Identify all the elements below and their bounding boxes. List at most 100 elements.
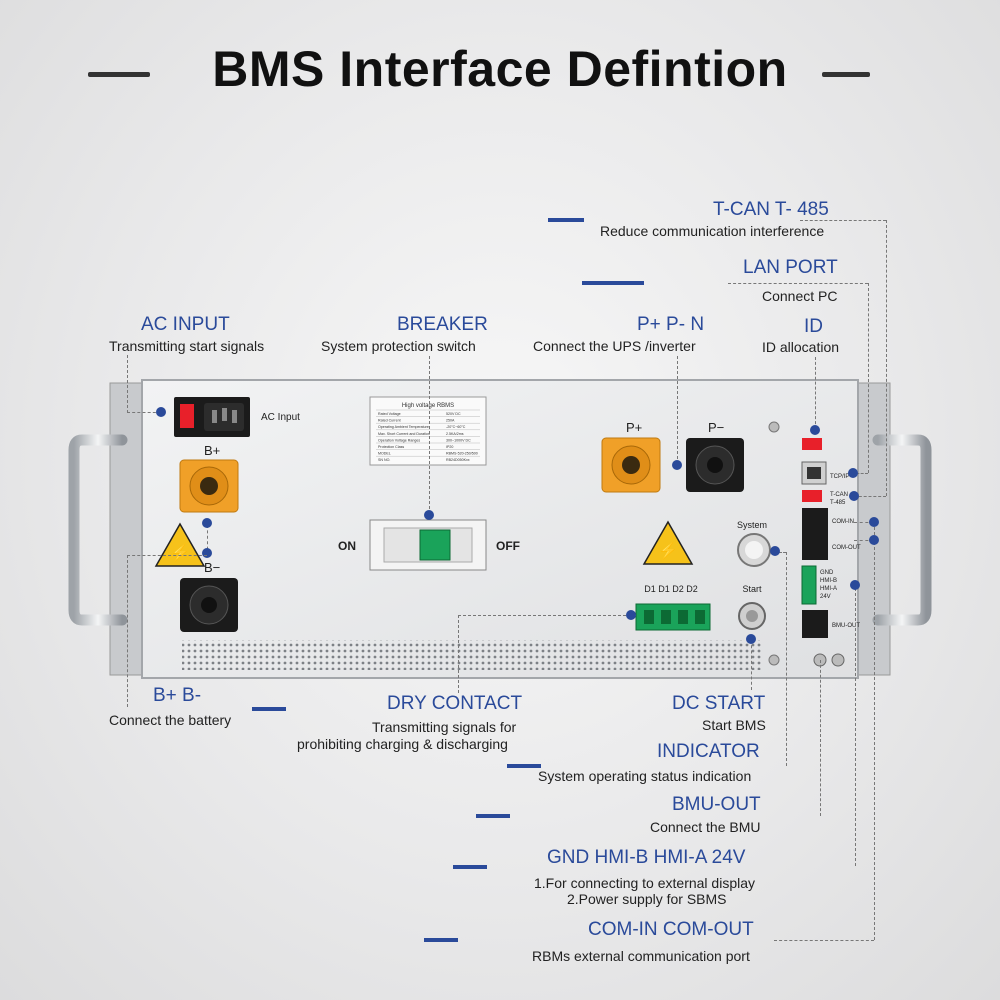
- leader-line: [677, 356, 678, 464]
- tcan-t485-dip-switch: [802, 490, 822, 502]
- leader-line: [786, 552, 787, 766]
- callout-dry-contact-desc2: prohibiting charging & discharging: [297, 736, 508, 752]
- leader-line: [751, 640, 752, 690]
- callout-b-plus-b-minus-desc: Connect the battery: [109, 712, 232, 728]
- bmu-out-port-text: BMU-OUT: [832, 623, 860, 629]
- callout-dot: [746, 634, 756, 644]
- leader-line: [855, 588, 856, 866]
- power-rocker-switch: [180, 404, 194, 428]
- start-button: [738, 602, 766, 630]
- ac-input-text: AC Input: [261, 412, 300, 423]
- nameplate-row-value: RBMS-520-250/500: [446, 452, 478, 456]
- com-out-port: [802, 534, 828, 560]
- nameplate-row-value: 520V DC: [446, 412, 461, 416]
- hmi-b-text: HMI-B: [820, 578, 837, 584]
- callout-dot: [156, 407, 166, 417]
- b-plus-text: B+: [204, 443, 220, 458]
- callout-lan-port-bar: [582, 281, 644, 285]
- b-minus-connector: [180, 578, 238, 632]
- callout-dc-start-desc: Start BMS: [702, 717, 766, 733]
- callout-dot: [202, 518, 212, 528]
- leader-line: [874, 522, 875, 940]
- callout-bmu-out-desc: Connect the BMU: [650, 819, 761, 835]
- p-minus-text: P−: [708, 420, 724, 435]
- start-text: Start: [742, 584, 762, 594]
- com-in-text: COM-IN: [832, 519, 854, 525]
- callout-tcan-t485-desc: Reduce communication interference: [600, 223, 825, 239]
- nameplate-row-value: 300~1000V DC: [446, 438, 471, 442]
- title-rule-left: [88, 72, 150, 77]
- front-panel: [141, 379, 859, 679]
- svg-text:⚡: ⚡: [658, 541, 678, 560]
- nameplate-row-key: Operation Voltage Ranges: [378, 438, 420, 442]
- 24v-text: 24V: [820, 594, 831, 600]
- dry-contact-terminal: [635, 603, 711, 631]
- callout-dry-contact-desc1: Transmitting signals for: [372, 719, 517, 735]
- leader-line: [728, 283, 868, 284]
- nameplate-row-key: Rated Current: [378, 419, 401, 423]
- page-title: BMS Interface Defintion: [212, 41, 788, 97]
- p-plus-text: P+: [626, 420, 642, 435]
- leader-line: [854, 522, 874, 523]
- p-plus-connector: [601, 437, 661, 493]
- breaker-on-text: ON: [338, 539, 356, 553]
- callout-com-in-out-desc: RBMs external communication port: [532, 948, 750, 964]
- callout-dot: [869, 517, 879, 527]
- nameplate-row-key: Rated Voltage: [378, 412, 401, 416]
- breaker-off-text: OFF: [496, 539, 520, 553]
- callout-dot: [424, 510, 434, 520]
- nameplate-row-key: MODEL: [378, 452, 391, 456]
- leader-line: [127, 555, 207, 556]
- nameplate-row-key: Max. Short Current and Duration: [378, 432, 430, 436]
- hmi-a-text: HMI-A: [820, 586, 837, 592]
- nameplate-row-value: -20°C~60°C: [446, 425, 466, 429]
- leader-line: [127, 555, 128, 707]
- callout-dot: [202, 548, 212, 558]
- left-handle: [68, 434, 128, 626]
- callout-dot: [810, 425, 820, 435]
- callout-gnd-hmi-desc2: 2.Power supply for SBMS: [567, 891, 727, 907]
- tcan-text: T-CAN: [830, 492, 848, 498]
- leader-line: [458, 615, 636, 616]
- b-plus-connector: [179, 459, 239, 513]
- callout-b-plus-b-minus-bar: [252, 707, 286, 711]
- panel-screw: [768, 654, 780, 666]
- lan-port: [801, 461, 827, 485]
- callout-dot: [626, 610, 636, 620]
- leader-line: [820, 660, 821, 816]
- b-minus-text: B−: [204, 560, 220, 575]
- callout-breaker-desc: System protection switch: [321, 338, 476, 354]
- danger-sign-right: ⚡: [642, 520, 694, 565]
- callout-id-label: ID: [804, 316, 823, 337]
- com-in-port: [802, 508, 828, 534]
- svg-text:⚡: ⚡: [170, 543, 190, 562]
- callout-bmu-out-label: BMU-OUT: [672, 794, 761, 815]
- nameplate-row-value: 250A: [446, 419, 455, 423]
- hmi-terminal: [801, 565, 817, 605]
- callout-com-in-out-bar: [424, 938, 458, 942]
- leader-line: [127, 355, 128, 413]
- leader-line: [458, 615, 459, 693]
- callout-indicator-bar: [507, 764, 541, 768]
- callout-dc-start-label: DC START: [672, 693, 766, 714]
- right-handle: [872, 434, 932, 626]
- callout-gnd-hmi-bar: [453, 865, 487, 869]
- callout-dry-contact-label: DRY CONTACT: [387, 693, 523, 714]
- system-text: System: [737, 520, 767, 530]
- callout-lan-port-desc: Connect PC: [762, 288, 838, 304]
- callout-tcan-t485-bar: [548, 218, 584, 222]
- callout-indicator-desc: System operating status indication: [538, 768, 752, 784]
- callout-b-plus-b-minus-label: B+ B-: [153, 685, 202, 706]
- callout-ac-input-label: AC INPUT: [141, 314, 230, 335]
- svg-text:High voltage RBMS: High voltage RBMS: [402, 403, 454, 409]
- callout-dot: [869, 535, 879, 545]
- nameplate-row-value: IP20: [446, 445, 453, 449]
- callout-dot: [672, 460, 682, 470]
- ventilation-grille: [182, 640, 762, 670]
- callout-tcan-t485-label: T-CAN T- 485: [713, 199, 829, 220]
- t485-text: T-485: [830, 500, 846, 506]
- callout-p-plus-p-n-label: P+ P- N: [637, 314, 705, 335]
- leader-line: [854, 540, 874, 541]
- leader-line: [886, 220, 887, 496]
